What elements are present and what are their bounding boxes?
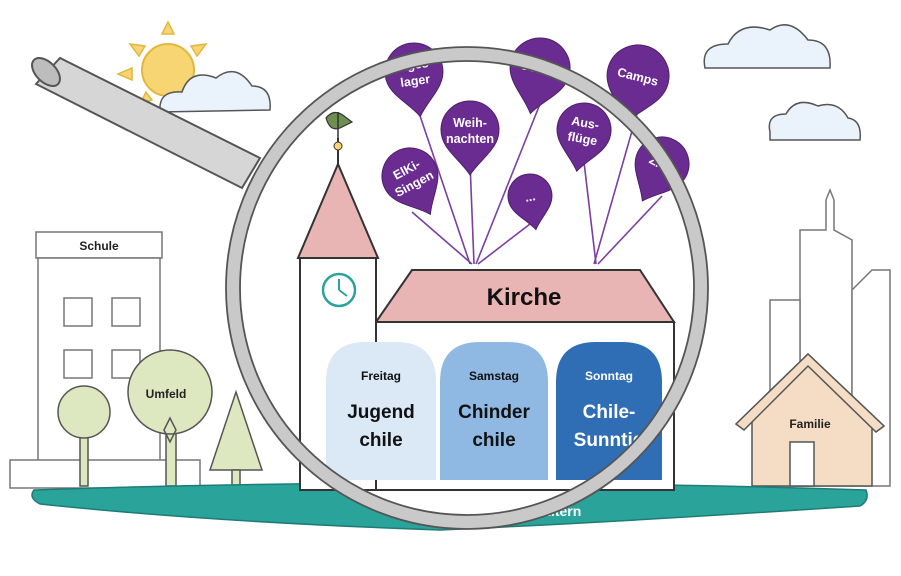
school-label: Schule (79, 239, 119, 253)
door-day: Samstag (469, 369, 519, 383)
cloud-icon (768, 101, 861, 141)
door-sunday: Sonntag Chile- Sunntig (556, 342, 662, 480)
church-building: Kirche Freitag Jugend chile Samstag Chin… (296, 111, 676, 491)
family-house: Familie (734, 352, 886, 487)
surroundings-label: Umfeld (146, 387, 187, 401)
door-line2: chile (472, 430, 515, 451)
clock-icon (321, 272, 357, 308)
magnifier-handle (31, 56, 262, 190)
door-line1: Chile- (583, 402, 636, 423)
door-friday: Freitag Jugend chile (326, 342, 436, 480)
balloon-strings (411, 97, 663, 265)
door-line2: Sunntig (574, 430, 645, 451)
tree-icon (57, 385, 111, 487)
tree-icon: Umfeld (127, 349, 213, 487)
cloud-icon (703, 24, 831, 69)
sun-icon (116, 20, 208, 106)
balloon-label: Aus- (570, 114, 600, 133)
balloon-label: lager (399, 72, 431, 90)
balloon-label: ... (524, 189, 537, 205)
magnifier-ring (226, 47, 708, 529)
balloon-label: nachten (446, 132, 494, 146)
church-title: Kirche (487, 284, 562, 311)
door-line2: chile (359, 430, 402, 451)
balloon-pin: Aus-flüge (556, 102, 612, 173)
family-label: Familie (789, 417, 831, 431)
balloon-pin: Weih-nachten (440, 100, 500, 176)
door-line1: Chinder (458, 402, 530, 423)
door-day: Sonntag (585, 369, 633, 383)
balloon-label: flüge (567, 129, 599, 148)
door-day: Freitag (361, 369, 401, 383)
cloud-icon (159, 70, 271, 113)
weathervane-icon (325, 111, 354, 138)
door-saturday: Samstag Chinder chile (440, 342, 548, 480)
door-line1: Jugend (347, 402, 415, 423)
balloon-pin: ... (507, 173, 553, 231)
balloon-label: Weih- (453, 116, 487, 130)
balloon-pin: ElKi-Singen (381, 147, 439, 216)
tree-icon (208, 389, 264, 487)
